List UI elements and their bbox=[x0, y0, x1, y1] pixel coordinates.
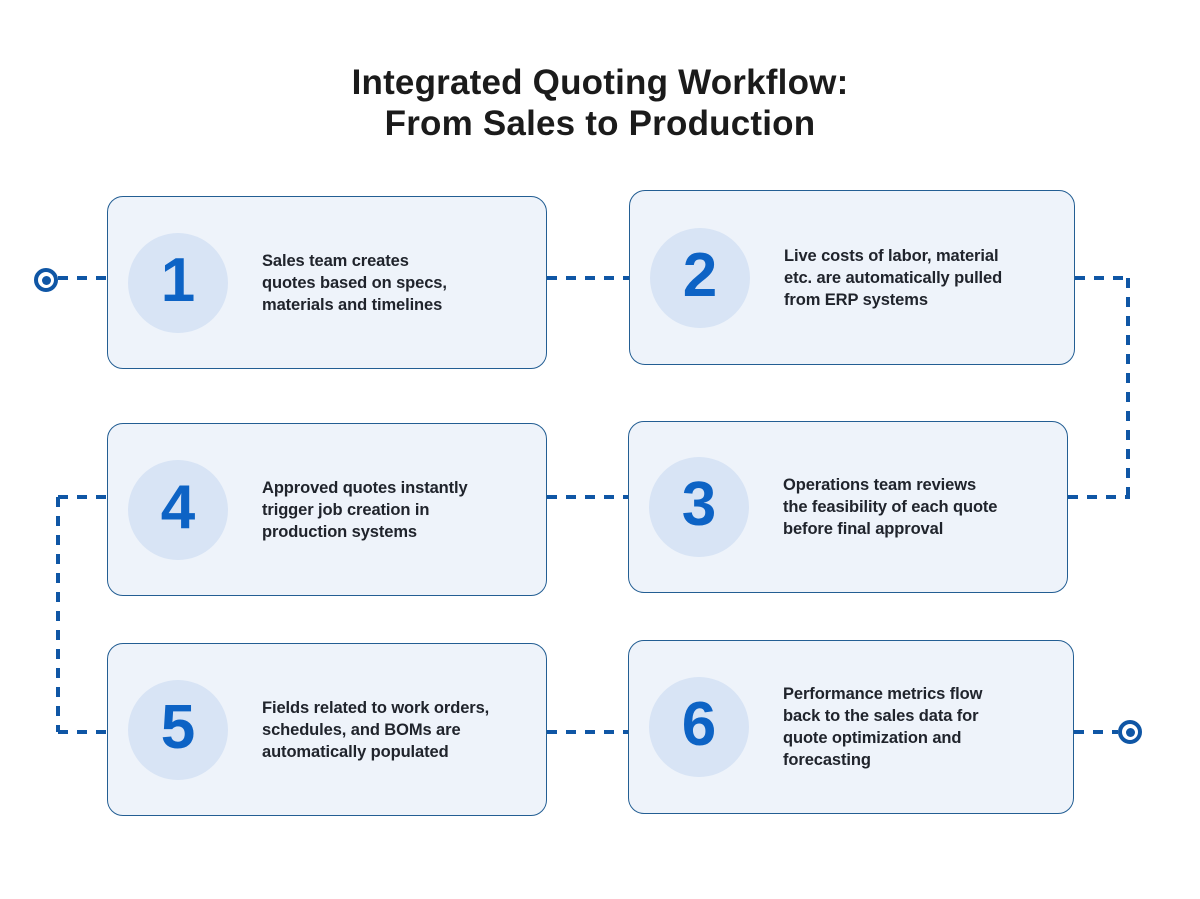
step-number-badge: 4 bbox=[128, 459, 228, 560]
step-card-5: 5 Fields related to work orders, schedul… bbox=[107, 643, 547, 816]
flow-start-bullseye-icon bbox=[34, 268, 58, 292]
connector-right-to-step3 bbox=[1068, 495, 1130, 499]
step-card-6: 6 Performance metrics flow back to the s… bbox=[628, 640, 1074, 814]
step-card-2: 2 Live costs of labor, material etc. are… bbox=[629, 190, 1075, 365]
connector-step2-right-stub bbox=[1075, 276, 1130, 280]
connector-step3-to-step4 bbox=[547, 495, 628, 499]
step-number: 5 bbox=[160, 692, 196, 762]
connector-start-to-step1 bbox=[58, 276, 107, 280]
page-title: Integrated Quoting Workflow: From Sales … bbox=[351, 63, 849, 143]
connector-left-to-step5 bbox=[58, 730, 107, 734]
connector-left-vertical bbox=[56, 497, 60, 732]
connector-step6-to-end bbox=[1074, 730, 1118, 734]
connector-step5-to-step6 bbox=[547, 730, 628, 734]
step-number: 4 bbox=[160, 472, 196, 542]
step-description: Live costs of labor, material etc. are a… bbox=[784, 246, 1003, 309]
step-number: 3 bbox=[681, 470, 717, 539]
step-number-badge: 5 bbox=[128, 679, 228, 780]
step-number-badge: 1 bbox=[128, 232, 228, 333]
step-number-badge: 6 bbox=[649, 677, 749, 777]
connector-step1-to-step2 bbox=[547, 276, 629, 280]
step-number: 1 bbox=[160, 245, 196, 315]
connector-right-vertical bbox=[1126, 278, 1130, 497]
connector-step4-left-stub bbox=[58, 495, 107, 499]
step-description: Performance metrics flow back to the sal… bbox=[783, 685, 983, 769]
step-card-4: 4 Approved quotes instantly trigger job … bbox=[107, 423, 547, 596]
step-card-3: 3 Operations team reviews the feasibilit… bbox=[628, 421, 1068, 593]
step-number-badge: 2 bbox=[650, 227, 750, 328]
step-number: 6 bbox=[681, 690, 717, 759]
step-description: Approved quotes instantly trigger job cr… bbox=[262, 478, 468, 541]
step-card-1: 1 Sales team creates quotes based on spe… bbox=[107, 196, 547, 369]
step-description: Fields related to work orders, schedules… bbox=[262, 698, 490, 761]
step-description: Operations team reviews the feasibility … bbox=[783, 476, 998, 538]
step-number-badge: 3 bbox=[649, 457, 749, 557]
flow-end-bullseye-icon bbox=[1118, 720, 1142, 744]
step-number: 2 bbox=[682, 240, 718, 310]
step-description: Sales team creates quotes based on specs… bbox=[262, 251, 447, 314]
